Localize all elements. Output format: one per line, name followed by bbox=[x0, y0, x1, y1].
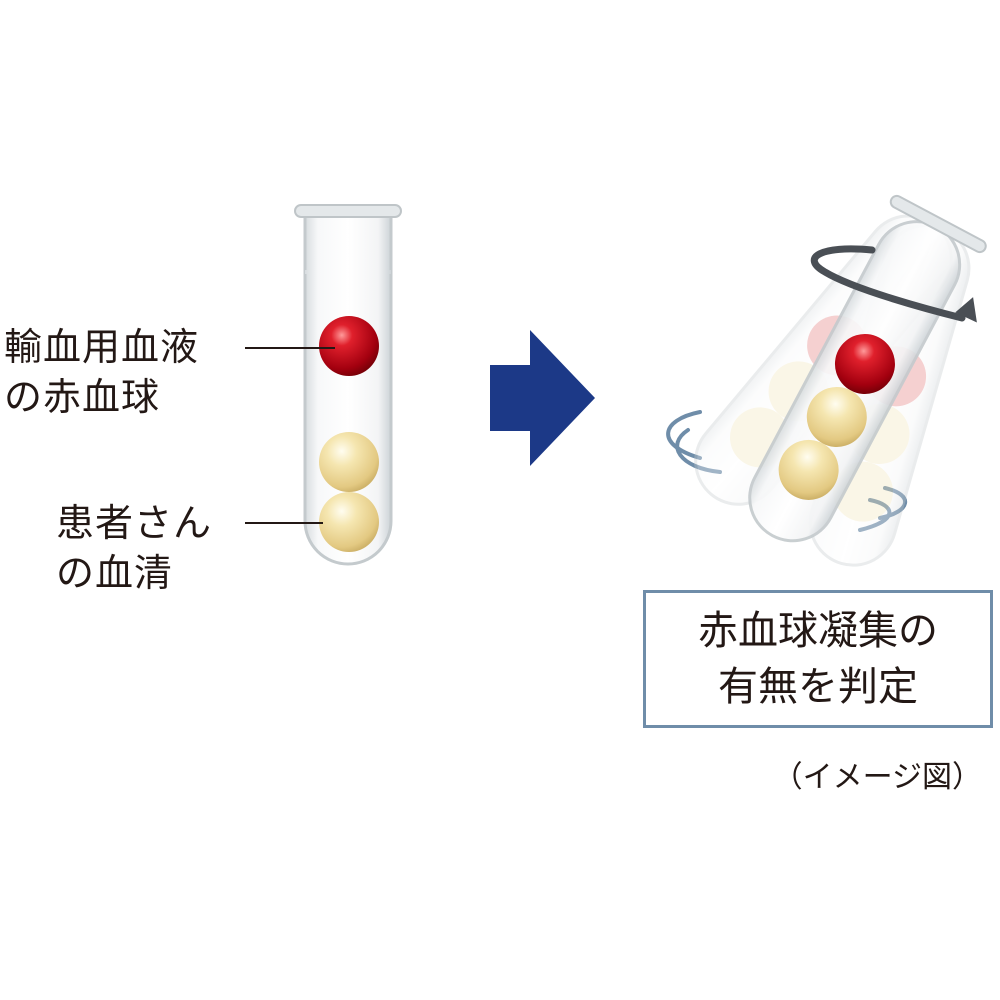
donor-rbc-leader-line bbox=[245, 347, 335, 349]
test-tube-right bbox=[694, 194, 987, 567]
rotation-arrow-icon bbox=[810, 245, 977, 323]
result-box: 赤血球凝集の 有無を判定 bbox=[643, 590, 993, 728]
donor-rbc-label: 輸血用血液 の赤血球 bbox=[4, 325, 200, 419]
patient-serum-label: 患者さん の血清 bbox=[56, 501, 213, 595]
agitated-serum-bead bbox=[806, 386, 867, 447]
test-tube-left bbox=[294, 204, 402, 566]
process-arrow-icon bbox=[490, 330, 595, 466]
patient-serum-leader-line bbox=[245, 522, 323, 524]
donor-red-blood-cell bbox=[319, 316, 379, 376]
agitated-red-blood-cell bbox=[834, 333, 895, 394]
serum-bead bbox=[319, 432, 379, 492]
image-caption: （イメージ図） bbox=[772, 760, 982, 795]
result-line: 有無を判定 bbox=[718, 664, 918, 710]
result-line: 赤血球凝集の bbox=[698, 608, 938, 654]
agitated-serum-bead bbox=[778, 439, 839, 500]
serum-bead bbox=[319, 492, 379, 552]
